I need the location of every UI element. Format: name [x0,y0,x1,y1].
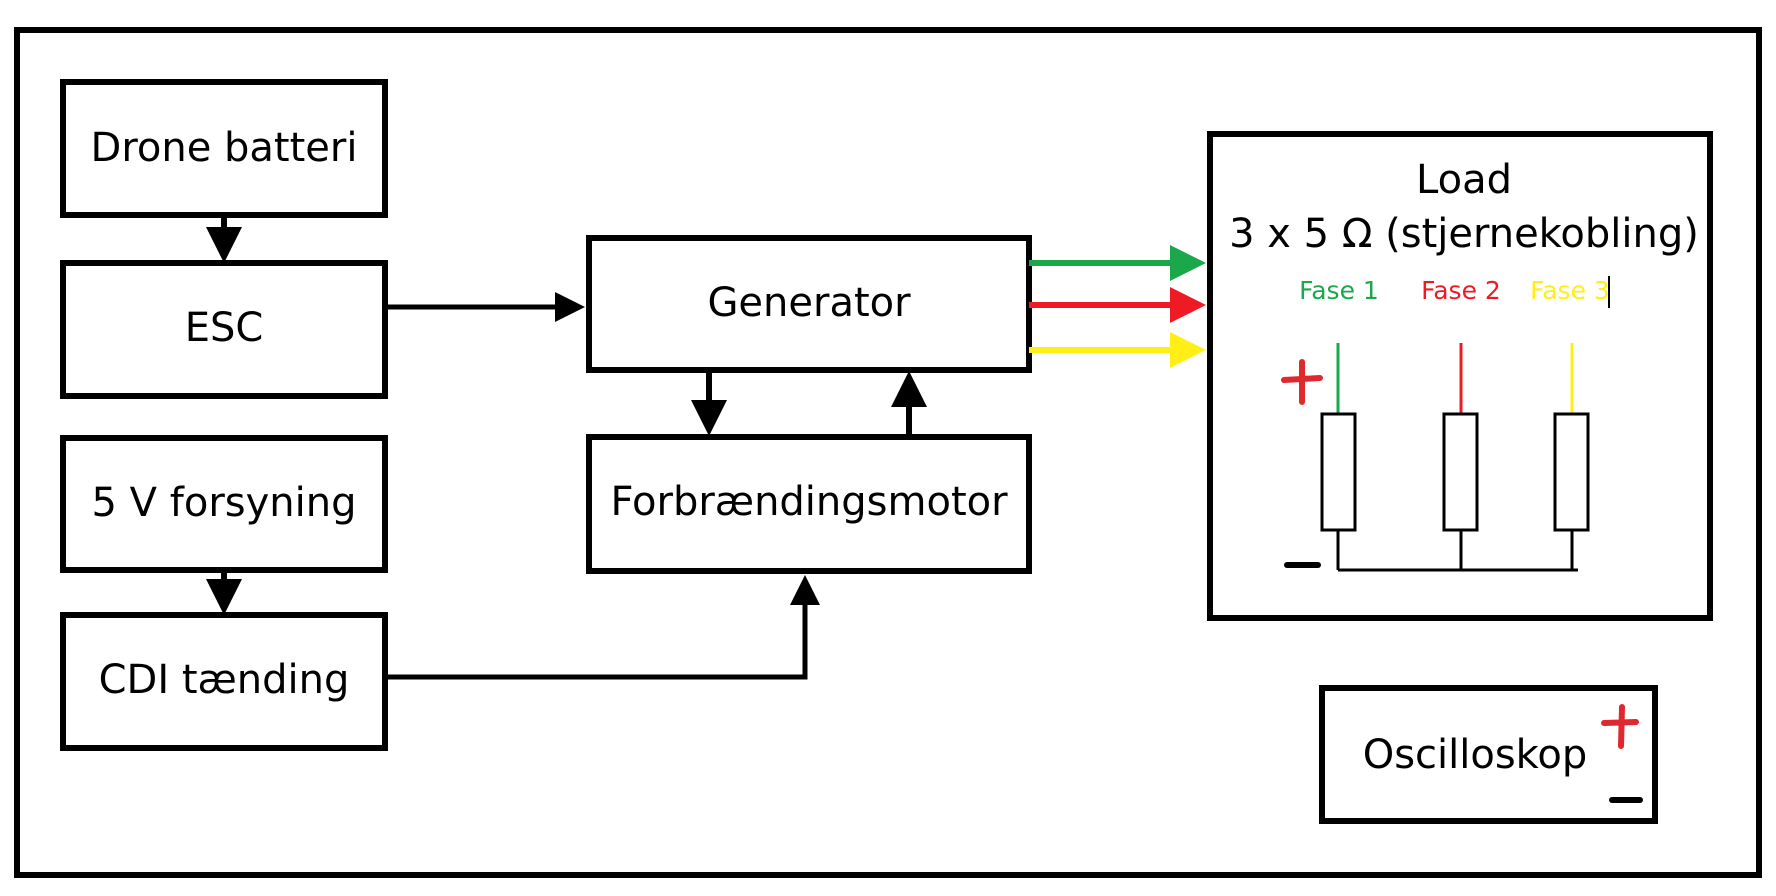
block-cdi-label: CDI tænding [99,657,350,703]
load-title: Load [1416,157,1512,203]
block-oscilloscope-label: Oscilloskop [1363,732,1588,778]
phase-2-label: Fase 2 [1421,276,1501,305]
block-esc: ESC [60,260,388,399]
outer-frame [14,27,1762,878]
resistor-2 [1442,412,1479,532]
block-drone-battery: Drone batteri [60,79,388,218]
block-5v-supply: 5 V forsyning [60,435,388,573]
star-connection [1336,530,1578,572]
block-engine-label: Forbrændingsmotor [610,479,1008,525]
block-load: Load 3 x 5 Ω (stjernekobling) Fase 1 Fas… [1207,131,1713,621]
block-generator-label: Generator [707,280,911,326]
arrow-cdi-to-engine [385,575,820,680]
block-drone-battery-label: Drone batteri [91,125,358,171]
block-esc-label: ESC [185,305,264,351]
resistor-3 [1553,412,1590,532]
load-subtitle: 3 x 5 Ω (stjernekobling) [1229,211,1699,257]
phase-1-label: Fase 1 [1299,276,1379,305]
oscilloscope-plus-icon [1601,704,1639,749]
block-generator: Generator [586,235,1032,373]
block-oscilloscope: Oscilloskop [1319,685,1658,824]
block-engine: Forbrændingsmotor [586,434,1032,574]
block-5v-supply-label: 5 V forsyning [92,480,357,526]
block-cdi: CDI tænding [60,612,388,751]
phase-3-label: Fase 3 [1530,276,1610,305]
resistor-1 [1320,412,1357,532]
load-plus-icon [1281,359,1323,405]
